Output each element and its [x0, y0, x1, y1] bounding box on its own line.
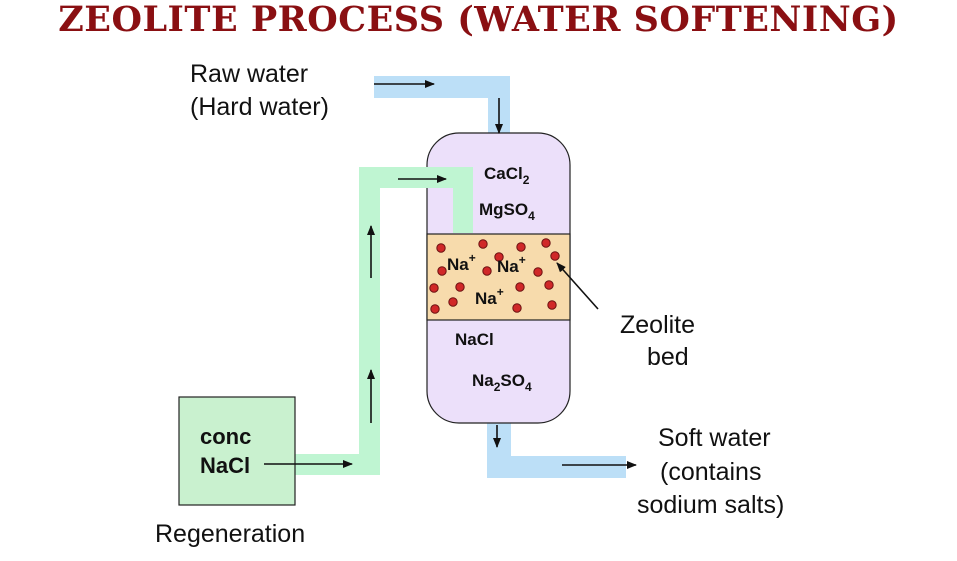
conc-label: conc	[200, 424, 251, 449]
soft-water-outlet-pipe	[487, 418, 626, 478]
na-ion-label-bottom: Na+	[475, 285, 504, 308]
raw-water-label: Raw water	[190, 60, 308, 88]
conc-nacl-box	[178, 396, 296, 506]
zeolite-particle	[429, 283, 439, 293]
zeolite-particles	[429, 238, 560, 314]
zeolite-particle	[437, 266, 447, 276]
mgso4-label: MgSO4	[479, 200, 535, 223]
zeolite-particle	[448, 297, 458, 307]
na-ion-label-left: Na+	[447, 251, 476, 274]
zeolite-particle	[482, 266, 492, 276]
zeolite-particle	[547, 300, 557, 310]
hard-water-inlet-pipe	[374, 76, 510, 142]
zeolite-particle	[541, 238, 551, 248]
brine-pipe	[294, 167, 473, 475]
zeolite-particle	[533, 267, 543, 277]
zeolite-particle	[436, 243, 446, 253]
zeolite-particle	[516, 242, 526, 252]
zeolite-particle	[515, 282, 525, 292]
hard-water-label: (Hard water)	[190, 93, 329, 121]
zeolite-particle	[512, 303, 522, 313]
soft-water-label: Soft water	[658, 424, 771, 452]
zeolite-particle	[430, 304, 440, 314]
zeolite-pointer-arrow	[556, 262, 599, 310]
zeolite-particle	[550, 251, 560, 261]
nacl-box-label: NaCl	[200, 453, 250, 478]
regeneration-label: Regeneration	[155, 520, 305, 548]
nacl-column-label: NaCl	[455, 330, 494, 349]
cacl2-label: CaCl2	[484, 164, 530, 187]
na-ion-label-right: Na+	[497, 253, 526, 276]
bed-label: bed	[647, 343, 689, 371]
zeolite-particle	[478, 239, 488, 249]
zeolite-particle	[544, 280, 554, 290]
diagram-title: ZEOLITE PROCESS (WATER SOFTENING)	[58, 0, 899, 40]
zeolite-label: Zeolite	[620, 311, 695, 339]
na2so4-label: Na2SO4	[472, 371, 532, 394]
zeolite-particle	[494, 252, 504, 262]
sodium-salts-label: sodium salts)	[637, 491, 784, 519]
zeolite-particle	[455, 282, 465, 292]
contains-label: (contains	[660, 458, 761, 486]
